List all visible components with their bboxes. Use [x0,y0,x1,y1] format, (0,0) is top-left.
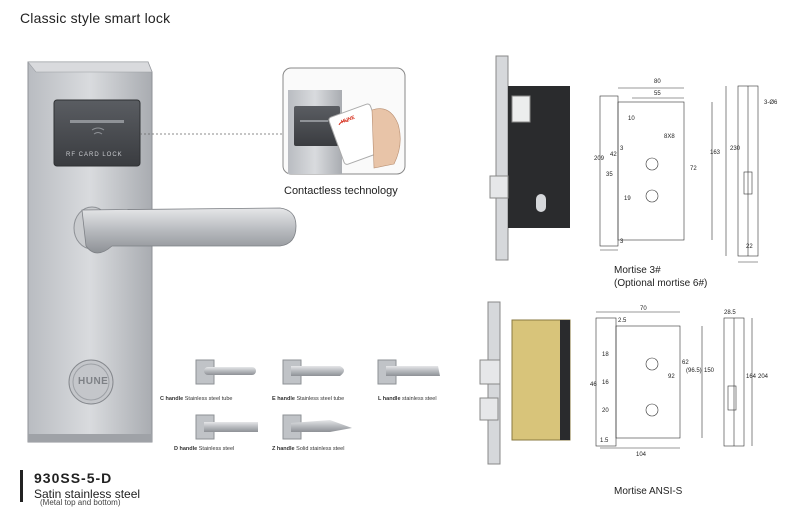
mortise1-caption: Mortise 3# (Optional mortise 6#) [614,265,708,289]
handle-label-z: Z handle Solid stainless steel [272,446,345,452]
dim-96-5: (96.5) [686,368,702,374]
dim-35: 35 [606,172,613,178]
lever-handle [73,206,297,254]
dim-104: 104 [636,452,647,458]
card-slot-text: RF CARD LOCK [66,152,123,158]
dim-230: 230 [730,146,741,152]
dim-55: 55 [654,91,661,97]
mortise2-dims: 70 2.5 18 46 16 92 62 (96.5) 150 20 1.5 … [590,306,769,458]
dim-204: 204 [758,374,769,380]
dim-10: 10 [628,116,635,122]
contactless-inset [282,67,406,175]
dim-209: 209 [594,156,605,162]
card-reader-window [53,99,141,167]
mortise2-drawing [595,311,753,449]
contactless-caption: Contactless technology [284,185,398,197]
key-cylinder [68,359,114,405]
brand-logo: HUNE [78,376,109,387]
handle-label-e: E handle Stainless steel tube [272,396,345,402]
mortise2-caption: Mortise ANSI-S [614,486,683,497]
dim-163: 163 [710,150,721,156]
dim-3b: 3 [620,239,624,245]
dim-3-d6: 3-Ø6 [764,100,778,106]
dim-164: 164 [746,374,757,380]
handle-label-d: D handle Stainless steel [174,446,235,452]
dim-8x8: 8X8 [664,134,675,140]
mortise2-photo [479,301,571,465]
dim-1-5: 1.5 [600,438,609,444]
dim-2-5: 2.5 [618,318,627,324]
dim-19: 19 [624,196,631,202]
mortise1-drawing [599,85,759,263]
dim-18: 18 [602,352,609,358]
model-marker [20,470,23,502]
material-text: Satin stainless steel [34,487,141,501]
mortise1-photo [489,55,570,261]
dim-92: 92 [668,374,675,380]
dim-22: 22 [746,244,753,250]
dim-3: 3 [620,146,624,152]
handle-thumbnails [195,359,440,440]
dim-80: 80 [654,79,661,85]
page-title: Classic style smart lock [20,10,171,26]
handle-label-c: C handle Stainless steel tube [160,396,233,402]
dim-20: 20 [602,408,609,414]
dim-16: 16 [602,380,609,386]
dim-150: 150 [704,368,715,374]
handle-label-l: L handle stainless steel [378,396,437,402]
dim-70: 70 [640,306,647,312]
dim-46: 46 [590,382,597,388]
dim-42: 42 [610,152,617,158]
dim-72: 72 [690,166,697,172]
dim-28-5: 28.5 [724,310,736,316]
mortise1-dims: 80 55 10 8X8 209 42 3 35 163 72 19 3 230… [594,79,778,250]
model-number: 930SS-5-D [34,470,113,486]
dim-62: 62 [682,360,689,366]
material-note: (Metal top and bottom) [40,498,121,507]
